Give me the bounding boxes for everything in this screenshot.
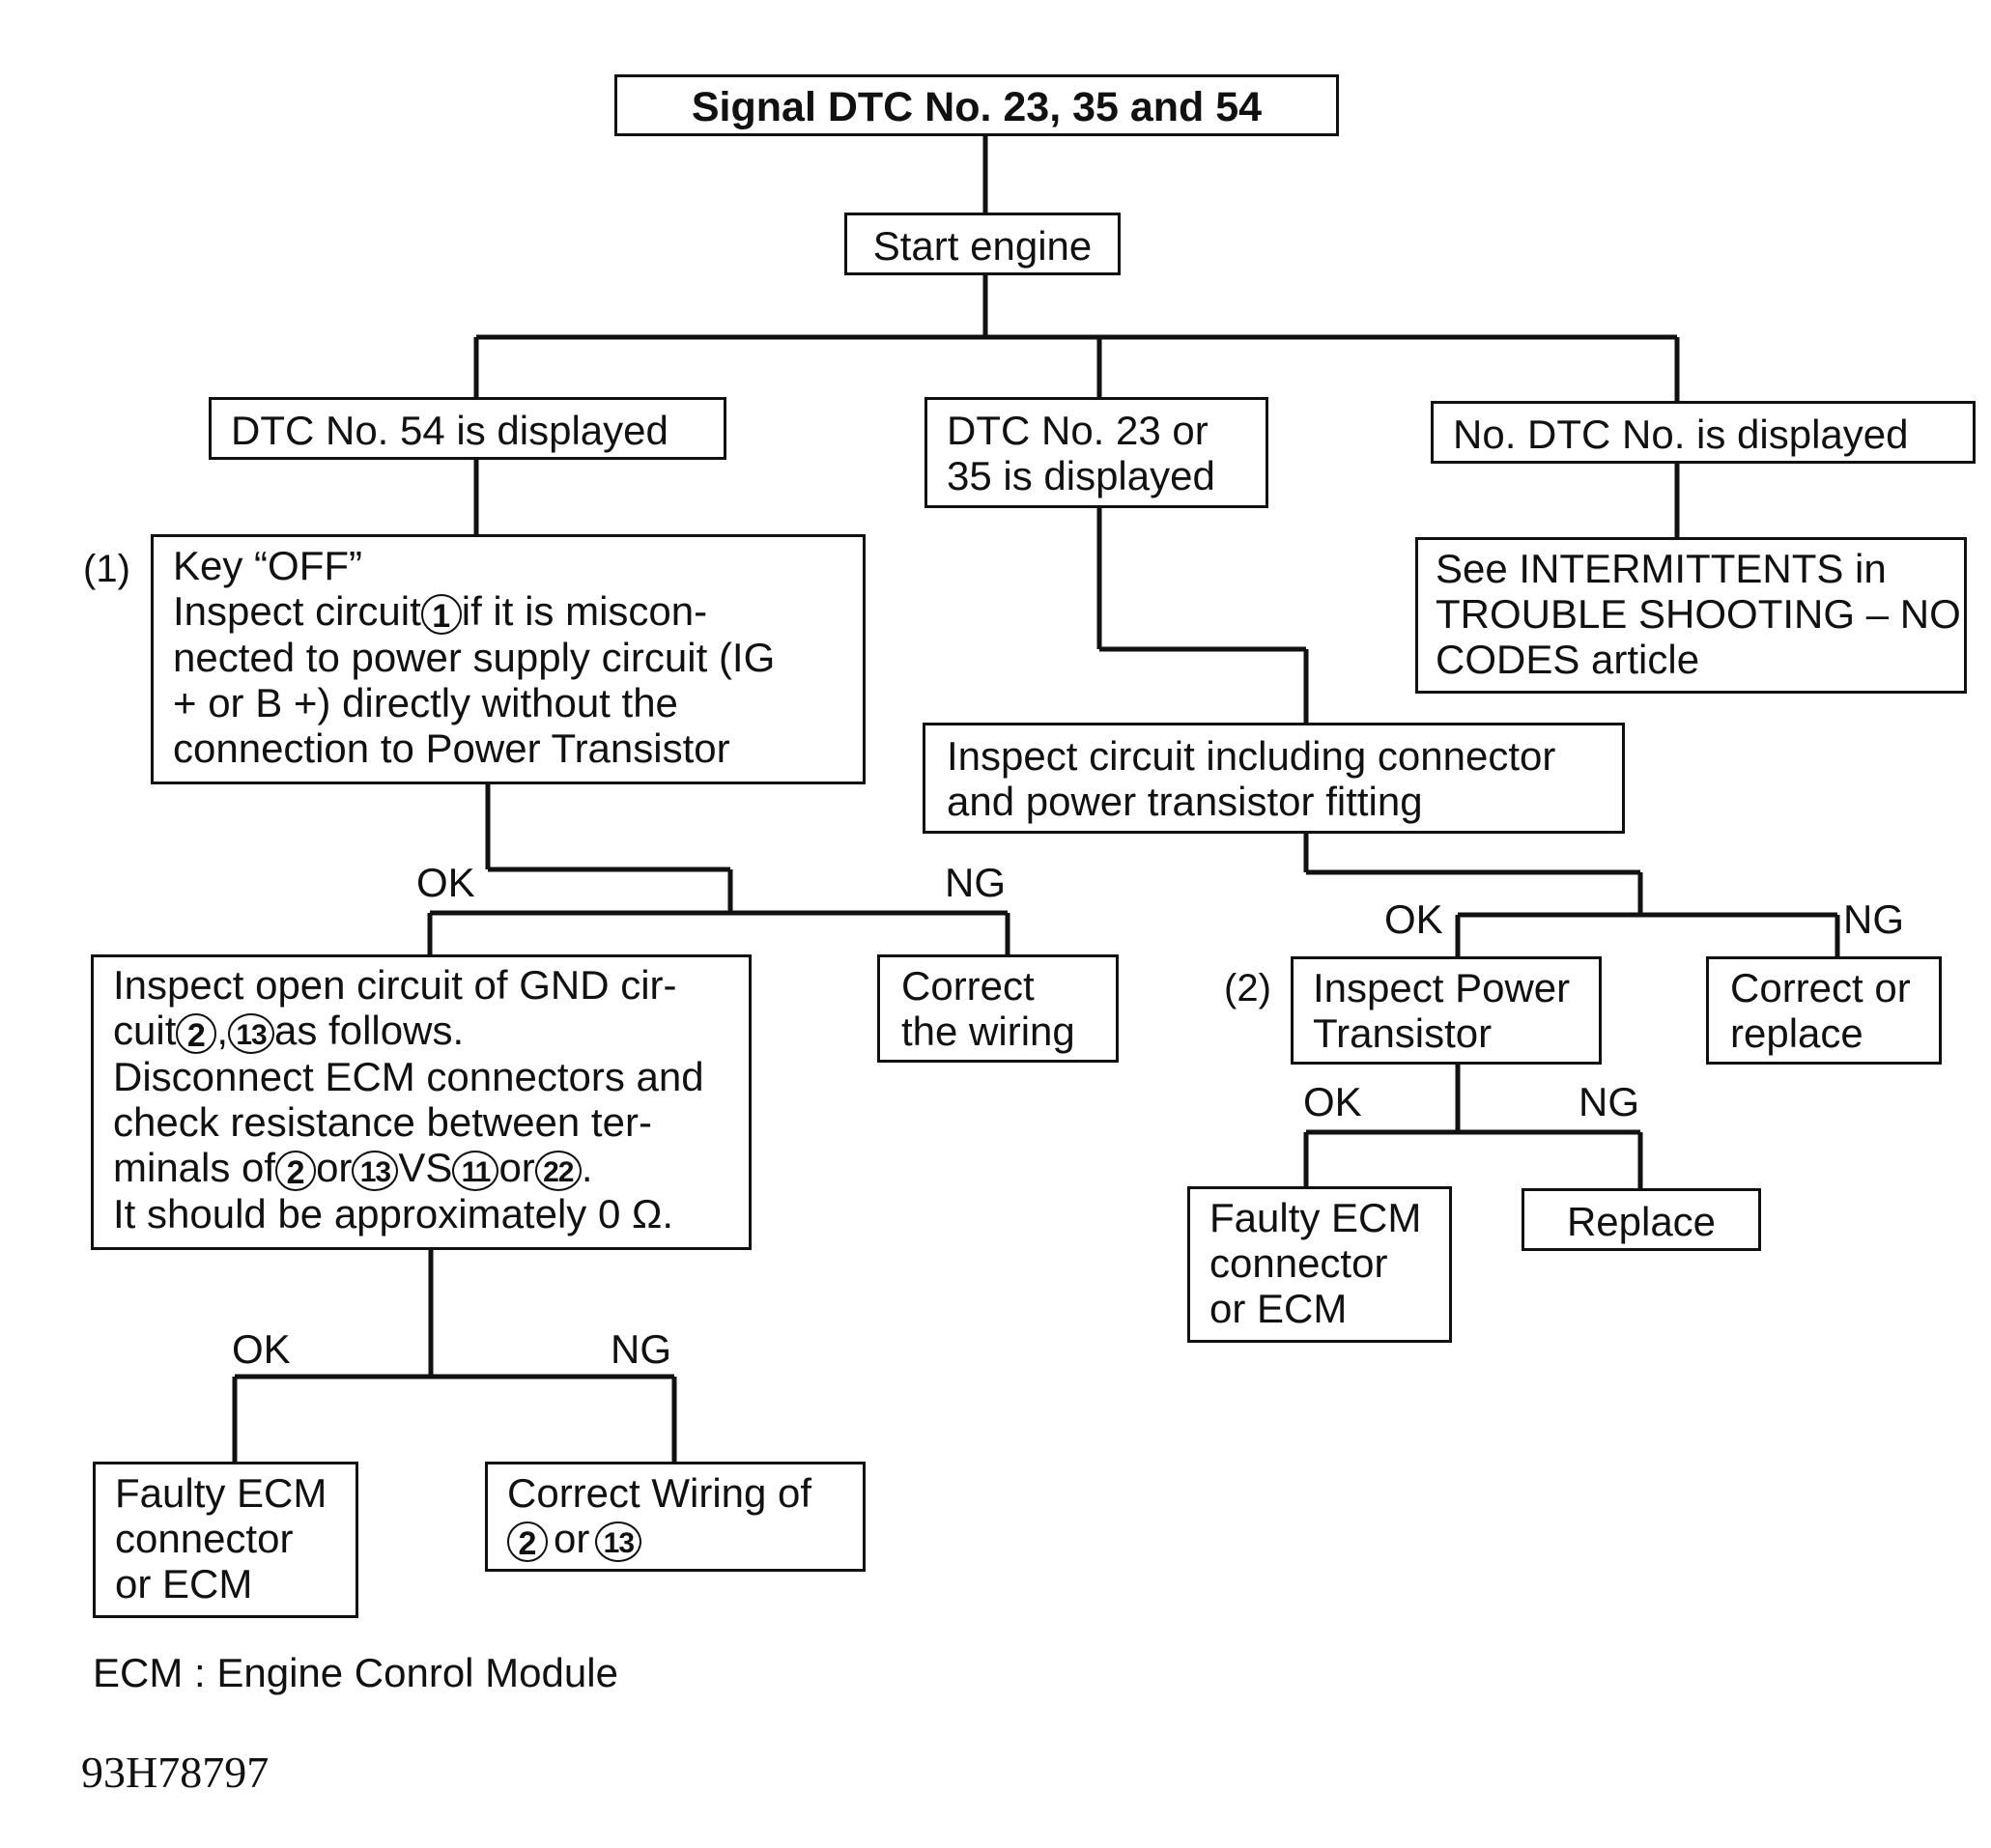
faulty-right-line3: or ECM (1209, 1286, 1348, 1331)
gnd-line6: It should be approximately 0 Ω. (113, 1190, 674, 1237)
inspect-circuit-line2: and power transistor fitting (947, 779, 1423, 824)
ok-label-inspect-circuit: OK (1384, 896, 1443, 942)
figure-code: 93H78797 (81, 1748, 270, 1797)
correct-replace-line1: Correct or (1730, 965, 1911, 1010)
dtc23-line1: DTC No. 23 or (947, 408, 1209, 453)
wiring-or: or (554, 1516, 590, 1561)
replace-text: Replace (1566, 1199, 1717, 1244)
terminal-11-marker: 11 (452, 1150, 499, 1191)
step1-line2a: Inspect circuit (173, 588, 421, 634)
wiring-13-marker: 13 (595, 1521, 642, 1562)
step1-line4: + or B +) directly without the (173, 679, 678, 725)
no-dtc-box: No. DTC No. is displayed (1431, 401, 1976, 464)
ok-label-step2: OK (1303, 1079, 1362, 1124)
circuit-1-marker: 1 (420, 593, 462, 635)
terminal-22-marker: 22 (534, 1150, 582, 1191)
dtc23-line2: 35 is displayed (947, 453, 1215, 498)
gnd-line1: Inspect open circuit of GND cir- (113, 962, 677, 1008)
step1-line5: connection to Power Transistor (173, 725, 730, 771)
gnd-line3: Disconnect ECM connectors and (113, 1053, 704, 1099)
step1-number: (1) (83, 548, 130, 590)
start-engine-text: Start engine (872, 223, 1093, 269)
gnd-or1: or (316, 1144, 353, 1190)
inspect-circuit-line1: Inspect circuit including connector (947, 733, 1556, 779)
step1-line3: nected to power supply circuit (IG (173, 634, 776, 680)
title-text: Signal DTC No. 23, 35 and 54 (691, 84, 1263, 130)
title-box: Signal DTC No. 23, 35 and 54 (614, 74, 1339, 136)
circuit-13-marker: 13 (228, 1012, 275, 1054)
correct-wiring-of-line1: Correct Wiring of (507, 1470, 812, 1516)
see-line3: CODES article (1436, 637, 1700, 682)
see-line2: TROUBLE SHOOTING – NO (1436, 591, 1961, 637)
dtc54-text: DTC No. 54 is displayed (231, 408, 668, 453)
circuit-2-marker: 2 (176, 1012, 217, 1054)
faulty-left-line2: connector (115, 1516, 294, 1561)
wiring-2-marker: 2 (507, 1521, 548, 1562)
gnd-vs: VS (398, 1144, 453, 1190)
start-engine-box: Start engine (844, 213, 1121, 275)
ng-label-gnd: NG (611, 1326, 671, 1372)
faulty-ecm-left-box: Faulty ECM connector or ECM (93, 1462, 358, 1618)
correct-wiring-box: Correct the wiring (877, 954, 1119, 1063)
terminal-2-marker: 2 (275, 1150, 317, 1191)
gnd-line4: check resistance between ter- (113, 1098, 652, 1145)
step1-line1: Key “OFF” (173, 543, 362, 588)
gnd-line5a: minals of (113, 1144, 276, 1190)
faulty-left-line3: or ECM (115, 1561, 253, 1606)
dtc54-box: DTC No. 54 is displayed (209, 397, 726, 460)
faulty-ecm-right-box: Faulty ECM connector or ECM (1187, 1186, 1452, 1343)
gnd-line2b: as follows. (274, 1008, 465, 1053)
ok-label-step1: OK (416, 860, 475, 905)
replace-box: Replace (1522, 1188, 1761, 1251)
faulty-left-line1: Faulty ECM (115, 1470, 327, 1516)
terminal-13-marker: 13 (352, 1150, 399, 1191)
no-dtc-text: No. DTC No. is displayed (1453, 412, 1909, 457)
ecm-footnote: ECM : Engine Conrol Module (93, 1650, 618, 1695)
see-intermittents-box: See INTERMITTENTS in TROUBLE SHOOTING – … (1415, 537, 1967, 694)
correct-wiring-line1: Correct (901, 963, 1035, 1009)
gnd-dot: . (581, 1144, 593, 1190)
ng-label-step2: NG (1579, 1079, 1639, 1124)
step2-number: (2) (1224, 967, 1271, 1009)
faulty-right-line1: Faulty ECM (1209, 1195, 1422, 1240)
dtc23-box: DTC No. 23 or 35 is displayed (924, 397, 1268, 508)
ng-label-step1: NG (945, 860, 1006, 905)
inspect-power-transistor-box: Inspect Power Transistor (1291, 956, 1602, 1065)
correct-replace-line2: replace (1730, 1010, 1863, 1056)
gnd-line2a: cuit (113, 1008, 177, 1053)
inspect-circuit-box: Inspect circuit including connector and … (923, 723, 1625, 834)
correct-wiring-line2: the wiring (901, 1009, 1075, 1054)
ok-label-gnd: OK (232, 1326, 291, 1372)
step2-line2: Transistor (1313, 1010, 1493, 1056)
correct-replace-box: Correct or replace (1706, 956, 1942, 1065)
gnd-or2: or (498, 1144, 535, 1190)
step1-line2b: if it is miscon- (461, 588, 708, 634)
see-line1: See INTERMITTENTS in (1436, 546, 1887, 591)
step2-line1: Inspect Power (1313, 965, 1571, 1010)
faulty-right-line2: connector (1209, 1240, 1388, 1286)
ng-label-inspect-circuit: NG (1843, 896, 1904, 942)
gnd-comma: , (216, 1008, 229, 1053)
